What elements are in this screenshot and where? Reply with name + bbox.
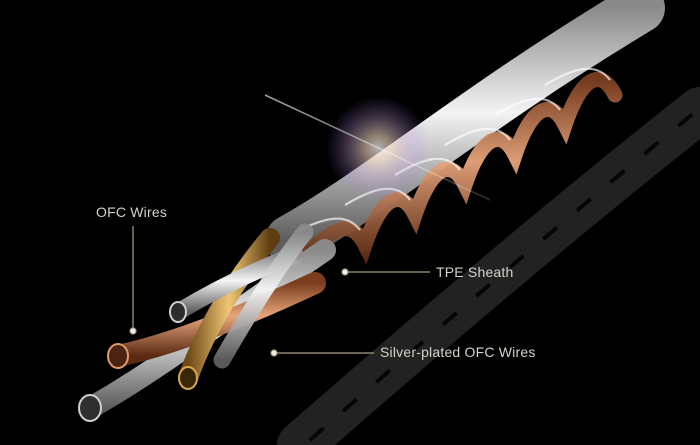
ofc-wires-label: OFC Wires [96,204,168,220]
callout-leader-lines [129,226,430,357]
separated-wires [78,223,336,422]
tpe-sheath-leader-dot [341,268,349,276]
silver-plated-leader-dot [270,349,278,357]
background-cable-reflection [277,87,700,445]
ofc-wires-leader-dot [129,327,137,335]
silver-plated-ofc-wires-label: Silver-plated OFC Wires [380,344,536,360]
tpe-sheath-label: TPE Sheath [436,264,514,280]
light-flare [264,94,491,201]
